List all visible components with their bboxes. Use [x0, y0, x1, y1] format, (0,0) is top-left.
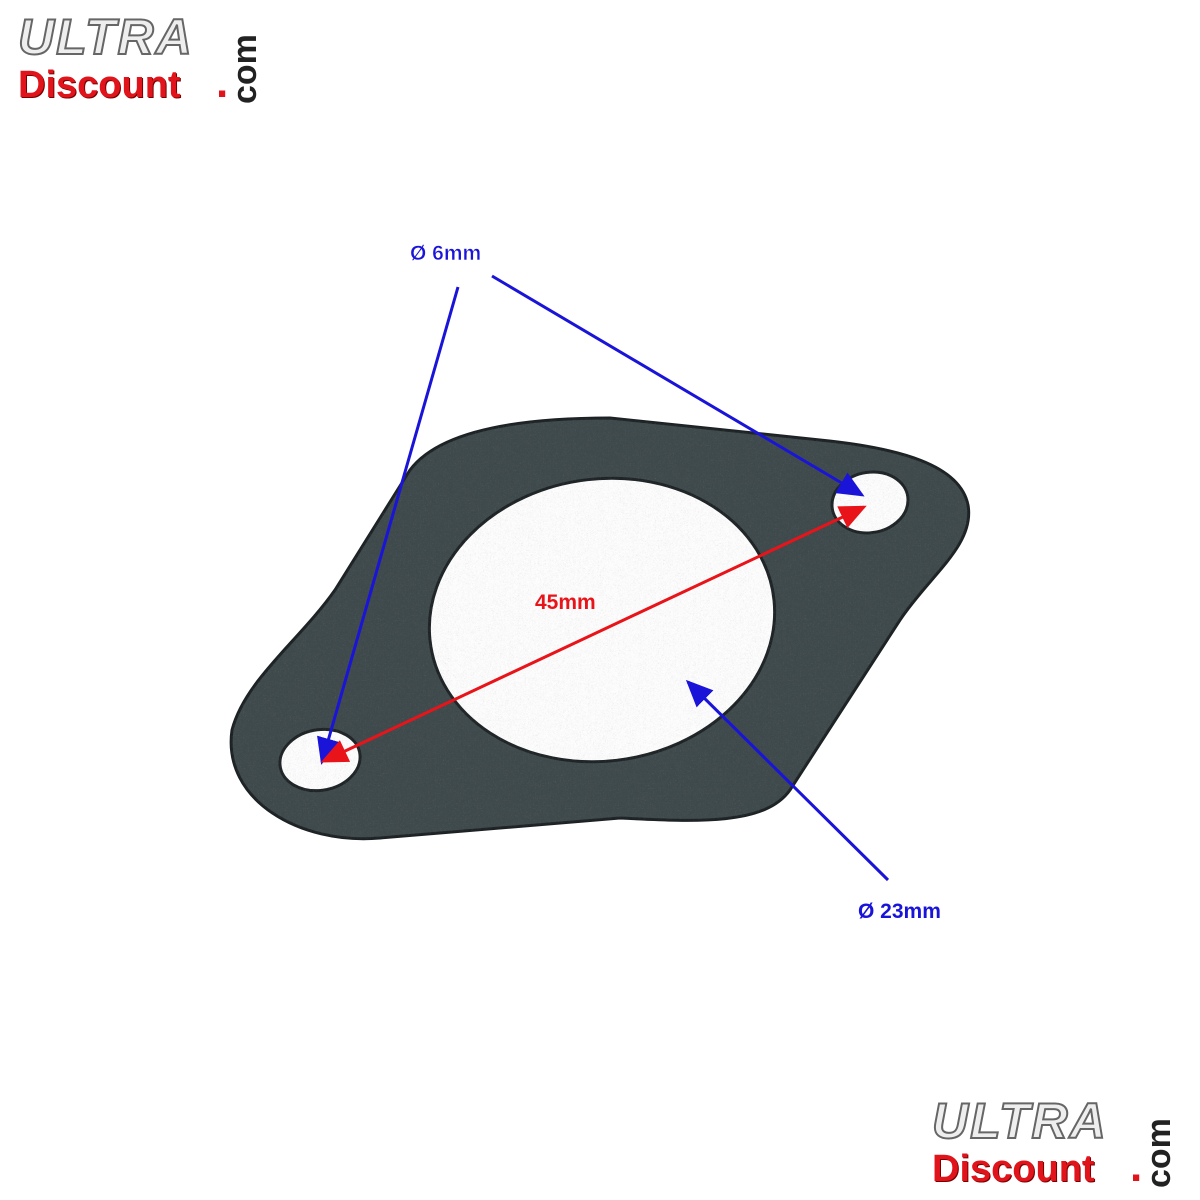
gasket — [229, 416, 971, 841]
label-center-hole: Ø 23mm — [858, 900, 941, 923]
logo-ultra: ULTRA — [17, 8, 194, 66]
logo-discount: Discount — [18, 64, 181, 106]
arrow-center-hole — [685, 679, 890, 882]
logo-discount: Discount — [932, 1148, 1095, 1190]
logo-ultra: ULTRA — [931, 1092, 1108, 1150]
label-center-distance: 45mm — [535, 591, 596, 614]
logo-dot: . — [216, 58, 229, 107]
arrow-center-distance — [320, 505, 867, 763]
logo-dot: . — [1130, 1142, 1143, 1191]
brand-logo-bottom: ULTRA Discount . com — [931, 1092, 1182, 1200]
label-bolt-hole: Ø 6mm — [410, 242, 481, 265]
arrow-bolt-hole-right — [491, 274, 865, 497]
brand-logo-top: ULTRA Discount . com — [17, 8, 268, 118]
